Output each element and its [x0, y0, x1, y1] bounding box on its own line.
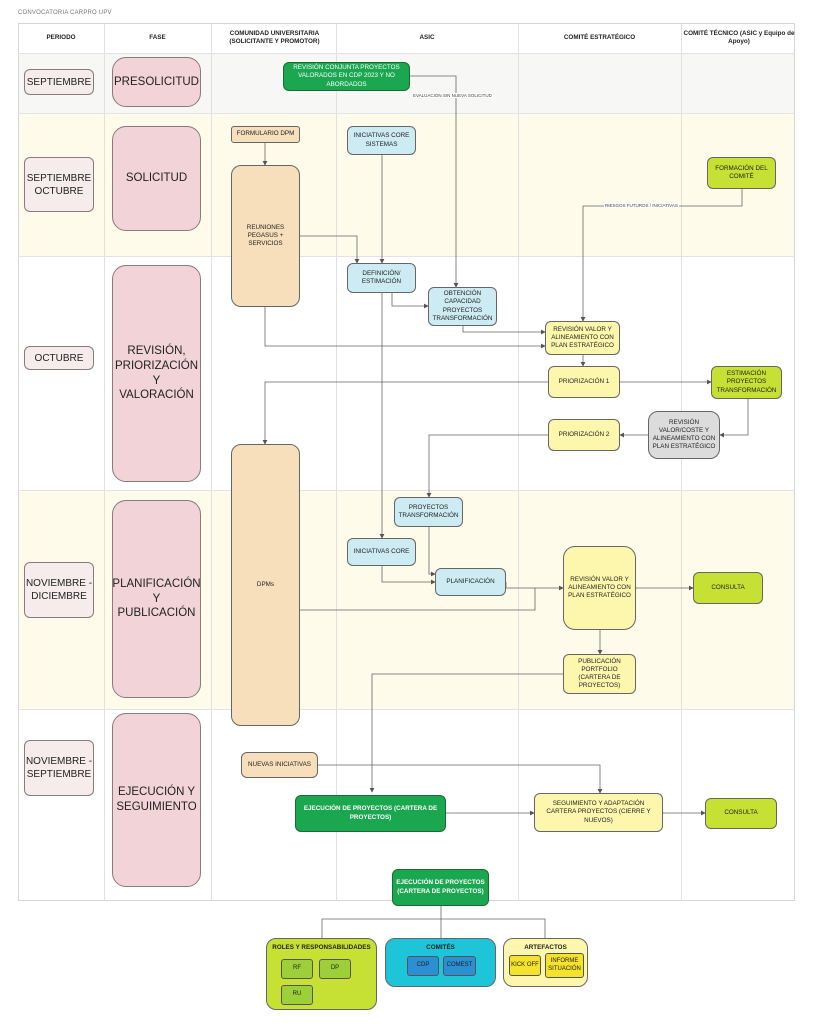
node-dpms: DPMs	[231, 444, 300, 726]
chip-rf: RF	[281, 959, 313, 979]
node-revision-valor-coste: REVISIÓN VALOR/COSTE Y ALINEAMIENTO CON …	[648, 411, 720, 459]
phase-presolicitud: PRESOLICITUD	[112, 57, 201, 107]
period-septiembre: SEPTIEMBRE	[24, 69, 94, 95]
node-ejecucion-proyectos-legend: EJECUCIÓN DE PROYECTOS (CARTERA DE PROYE…	[392, 869, 489, 906]
node-priorizacion-2: PRIORIZACIÓN 2	[548, 419, 620, 451]
edge-priorizacion1-to-dpms	[262, 381, 548, 445]
chip-cdp: CDP	[407, 956, 439, 976]
column-divider	[211, 23, 212, 901]
edge-nuevas-to-seguimiento	[318, 764, 603, 794]
header-fase: FASE	[149, 34, 166, 42]
edge-proyectos-to-planificacion	[428, 527, 436, 577]
legend-comites: COMITÉS CDP COMEST	[385, 938, 496, 987]
column-divider	[681, 23, 682, 901]
phase-planificacion: PLANIFICACIÓN Y PUBLICACIÓN	[112, 500, 201, 698]
period-noviembre-septiembre: NOVIEMBRE - SEPTIEMBRE	[24, 740, 94, 796]
node-iniciativas-core-sistemas: INICIATIVAS CORE SISTEMAS	[347, 126, 416, 155]
node-revision-valor-1: REVISIÓN VALOR Y ALINEAMIENTO CON PLAN E…	[545, 321, 620, 355]
phase-revision: REVISIÓN, PRIORIZACIÓN Y VALORACIÓN	[112, 265, 201, 482]
node-publicacion-portfolio: PUBLICACIÓN PORTFOLIO (CARTERA DE PROYEC…	[563, 654, 636, 694]
edge-publicacion-to-ejecucion	[369, 673, 563, 793]
legend-artefactos-title: ARTEFACTOS	[524, 944, 567, 951]
node-formacion-comite: FORMACIÓN DEL COMITÉ	[707, 157, 776, 189]
column-divider	[518, 23, 519, 901]
node-reuniones-pegasus: REUNIONES PEGASUS + SERVICIOS	[231, 165, 300, 307]
edge-planificacion-to-revision2	[505, 582, 564, 591]
edge-priorizacion2-to-proyectos	[426, 434, 548, 498]
node-seguimiento-adaptacion: SEGUIMIENTO Y ADAPTACIÓN CARTERA PROYECT…	[534, 793, 663, 832]
legend-artefactos: ARTEFACTOS KICK OFF INFORME SITUACIÓN	[503, 938, 588, 987]
chip-informe-situacion: INFORME SITUACIÓN	[545, 953, 584, 978]
edge-reuniones-to-revision	[264, 307, 546, 349]
chip-kick-off: KICK OFF	[509, 955, 541, 976]
header-asic: ASIC	[419, 34, 435, 42]
legend-comites-title: COMITÉS	[426, 944, 455, 951]
node-estimacion-proyectos: ESTIMACIÓN PROYECTOS TRANSFORMACIÓN	[711, 366, 782, 399]
row-divider	[18, 113, 795, 114]
legend-roles-title: ROLES Y RESPONSABILIDADES	[272, 944, 371, 951]
edge-dpms-to-revision2	[300, 588, 536, 611]
phase-solicitud: SOLICITUD	[112, 126, 201, 231]
node-planificacion: PLANIFICACIÓN	[435, 568, 506, 596]
period-septiembre-octubre: SEPTIEMBRE OCTUBRE	[24, 157, 94, 212]
legend-roles: ROLES Y RESPONSABILIDADES RF DP RU	[266, 938, 377, 1010]
node-definicion-estimacion: DEFINICIÓN/ ESTIMACIÓN	[347, 263, 416, 293]
row-divider	[18, 53, 795, 54]
edge-core-to-planificacion	[381, 566, 436, 585]
edge-obtencion-to-revision	[462, 326, 546, 335]
period-octubre: OCTUBRE	[24, 346, 94, 370]
edge-revision-conjunta-to-obtencion	[410, 75, 459, 288]
header-comite-estrategico: COMITÉ ESTRATÉGICO	[563, 34, 636, 42]
edge-label-riesgos: RIESGOS FUTUROS / INICIATIVAS	[604, 203, 679, 208]
chip-comest: COMEST	[443, 956, 476, 976]
edge-bottom-to-legends	[321, 906, 546, 938]
node-consulta-2: CONSULTA	[705, 798, 777, 829]
header-comunidad: COMUNIDAD UNIVERSITARIA (SOLICITANTE Y P…	[229, 30, 320, 45]
document-title: CONVOCATORIA CARPRO UPV	[18, 10, 112, 16]
column-divider	[336, 23, 337, 901]
node-consulta-1: CONSULTA	[693, 572, 763, 604]
period-noviembre-diciembre: NOVIEMBRE - DICIEMBRE	[24, 562, 94, 618]
node-formulario-dpm: FORMULARIO DPM	[231, 126, 300, 143]
edge-estimacion-to-revision-coste	[719, 399, 749, 438]
header-comite-tecnico: COMITÉ TÉCNICO (ASIC y Equipo de Apoyo)	[683, 30, 795, 45]
node-nuevas-iniciativas: NUEVAS INICIATIVAS	[241, 752, 318, 778]
phase-ejecucion: EJECUCIÓN Y SEGUIMIENTO	[112, 713, 201, 887]
row-divider	[18, 256, 795, 257]
node-revision-conjunta: REVISIÓN CONJUNTA PROYECTOS VALORADOS EN…	[283, 62, 410, 91]
row-divider	[18, 709, 795, 710]
node-priorizacion-1: PRIORIZACIÓN 1	[548, 366, 620, 398]
chip-dp: DP	[319, 959, 351, 979]
column-divider	[104, 23, 105, 901]
node-revision-valor-2: REVISIÓN VALOR Y ALINEAMIENTO CON PLAN E…	[563, 546, 636, 630]
header-periodo: PERIODO	[46, 34, 76, 42]
edge-label-evaluacion: EVALUACIÓN SIN NUEVA SOLICITUD	[412, 93, 493, 98]
node-obtencion-capacidad: OBTENCIÓN CAPACIDAD PROYECTOS TRANSFORMA…	[428, 287, 497, 326]
edge-reuniones-to-definicion	[300, 235, 360, 264]
edge-formacion-to-revision	[580, 189, 743, 322]
node-proyectos-transformacion: PROYECTOS TRANSFORMACIÓN	[394, 497, 463, 527]
node-iniciativas-core: INICIATIVAS CORE	[347, 538, 416, 566]
row-divider	[18, 490, 795, 491]
node-ejecucion-proyectos: EJECUCIÓN DE PROYECTOS (CARTERA DE PROYE…	[295, 795, 446, 832]
edge-definicion-to-obtencion	[391, 293, 429, 309]
chip-ru: RU	[281, 985, 313, 1005]
